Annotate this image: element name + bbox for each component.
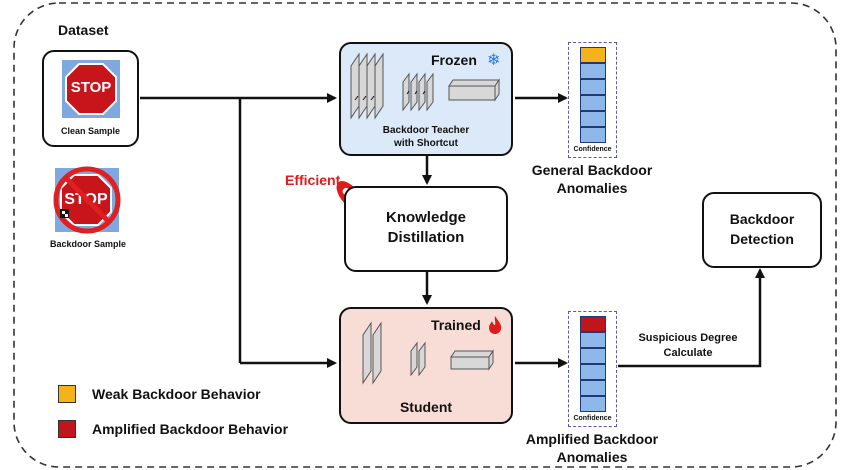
confidence-cell [579,63,606,79]
legend: Weak Backdoor Behavior Amplified Backdoo… [58,383,288,440]
confidence-cell [579,348,606,364]
confidence-cell [579,111,606,127]
student-title: Student [399,399,453,415]
flame-icon [489,316,502,334]
clean-sample-image: STOP [62,60,120,118]
student-tag: Trained [431,317,481,333]
teacher-title: Backdoor Teacher with Shortcut [382,125,470,149]
legend-swatch-amplified [58,420,76,438]
dataset-label: Dataset [58,22,109,38]
stop-sign-icon [65,63,117,115]
clean-sample-card: STOP Clean Sample [42,50,139,147]
confidence-cell [579,396,606,412]
detection-title: Backdoor Detection [729,211,795,247]
backdoor-sample-caption: Backdoor Sample [49,239,127,249]
backdoor-sample-image: STOP [50,165,125,237]
legend-label-amplified: Amplified Backdoor Behavior [92,421,289,437]
distillation-box: Knowledge Distillation [344,186,508,272]
general-anomalies-caption: General Backdoor Anomalies [531,162,653,196]
clean-sample-caption: Clean Sample [60,126,121,136]
legend-item-amplified: Amplified Backdoor Behavior [58,418,288,440]
confidence-cell [579,127,606,143]
detection-box: Backdoor Detection [702,192,822,268]
confidence-cell [579,364,606,380]
general-confidence-vector: Confidence [568,42,617,158]
legend-swatch-weak [58,385,76,403]
confidence-cell [579,79,606,95]
snowflake-icon: ❄ [487,52,501,69]
confidence-cell [579,332,606,348]
confidence-cell [579,380,606,396]
amplified-anomalies-caption: Amplified Backdoor Anomalies [525,431,659,465]
confidence-cell-highlight [579,316,606,332]
efficient-badge: Efficient [285,172,341,188]
teacher-network-icon [350,52,500,120]
amplified-confidence-vector: Confidence [568,311,617,427]
confidence-label: Confidence [573,146,612,153]
teacher-tag: Frozen [431,52,477,68]
clean-sign-text: STOP [70,79,112,96]
legend-item-weak: Weak Backdoor Behavior [58,383,288,405]
prohibited-icon [53,166,121,234]
distillation-title: Knowledge Distillation [385,209,466,246]
arrow-confidence-to-detection [618,268,765,368]
confidence-cell [579,95,606,111]
teacher-box: Frozen ❄ Backdoor Teacher with Shortcut [339,42,513,156]
outer-dashed-frame [13,2,837,468]
student-network-icon [362,321,494,385]
confidence-cell-highlight [579,47,606,63]
suspicious-degree-label: Suspicious Degree Calculate [638,332,738,359]
confidence-label: Confidence [573,415,612,422]
student-box: Trained Student [339,307,513,424]
legend-label-weak: Weak Backdoor Behavior [92,386,261,402]
